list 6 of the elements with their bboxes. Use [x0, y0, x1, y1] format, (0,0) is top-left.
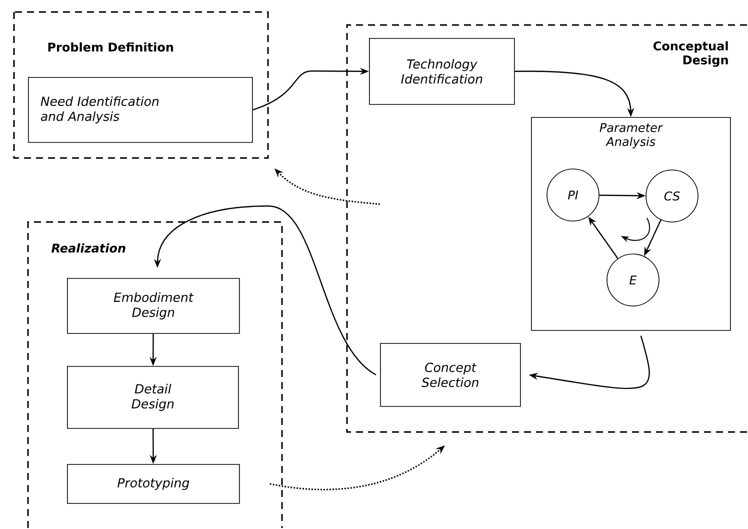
process-box: Detail Design	[67, 366, 239, 429]
process-box: Concept Selection	[380, 342, 521, 407]
process-box: Technology Identification	[369, 38, 515, 105]
process-box: Prototyping	[67, 464, 240, 504]
process-box: Need Identification and Analysis	[28, 77, 253, 143]
process-box: Embodiment Design	[67, 278, 240, 334]
